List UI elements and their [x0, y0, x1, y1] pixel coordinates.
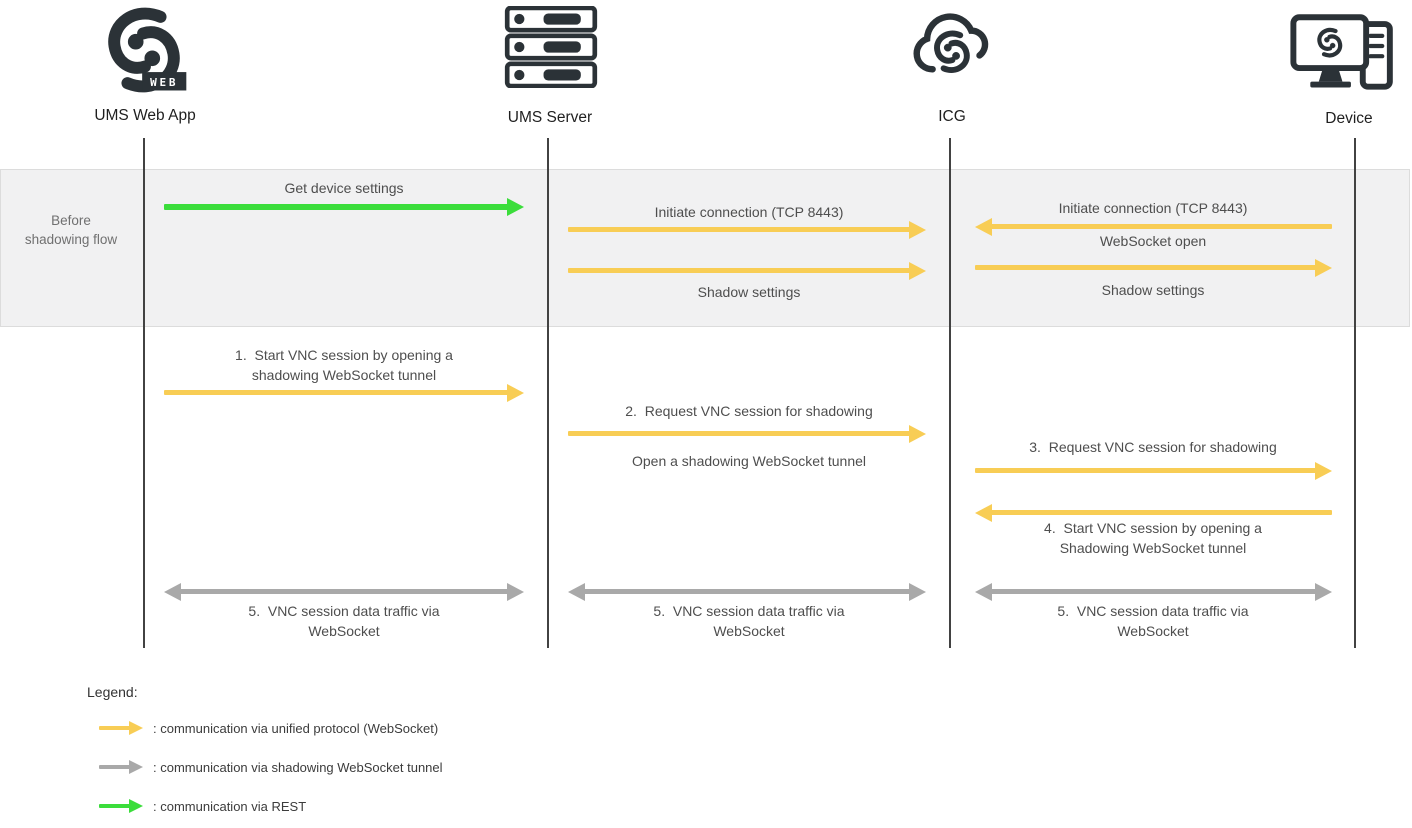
arrow-shadow-settings-icg-device [975, 258, 1332, 277]
arrow-step2-request-vnc [568, 424, 926, 443]
message-label-step5-ums: 5. VNC session data traffic via WebSocke… [653, 603, 845, 639]
actor-label-icg: ICG [938, 108, 966, 125]
arrow-step4-start-vnc [975, 503, 1332, 522]
lifeline-device [1354, 138, 1356, 648]
message-label-shadow-settings-ums-icg: Shadow settings [697, 284, 801, 300]
message-label-step1: 1. Start VNC session by opening a shadow… [235, 347, 453, 383]
actor-label-device: Device [1325, 110, 1373, 127]
arrow-step5-ums-icg [568, 582, 926, 601]
arrow-initiate-device-icg [975, 217, 1332, 236]
server-stack-icon [504, 6, 598, 88]
arrow-step1-open-tunnel [164, 383, 524, 402]
message-label-step2: 2. Request VNC session for shadowing [625, 403, 873, 419]
lifeline-icg [949, 138, 951, 648]
arrow-initiate-ums-icg [568, 220, 926, 239]
arrow-get-device-settings [164, 198, 524, 216]
actor-label-ums-server: UMS Server [507, 109, 593, 126]
legend-rest-arrow-icon [99, 799, 143, 813]
message-label-get-device-settings: Get device settings [284, 180, 404, 196]
message-label-step5-icg: 5. VNC session data traffic via WebSocke… [1057, 603, 1249, 639]
message-label-shadow-settings-icg-device: Shadow settings [1101, 282, 1205, 298]
legend-item-unified-protocol: : communication via unified protocol (We… [153, 721, 439, 736]
arrow-step3-request-vnc [975, 461, 1332, 480]
actor-label-ums-web-app: UMS Web App [94, 107, 196, 124]
arrow-step5-icg-device [975, 582, 1332, 601]
igel-web-app-logo-icon: WEB [98, 4, 187, 96]
legend-shadowing-tunnel-arrow-icon [99, 760, 143, 774]
web-badge-label: WEB [150, 76, 178, 89]
legend-item-shadowing-tunnel: : communication via shadowing WebSocket … [153, 760, 443, 775]
legend-unified-protocol-arrow-icon [99, 721, 143, 735]
phase-band-label: Before shadowing flow [24, 213, 118, 247]
arrow-shadow-settings-ums-icg [568, 261, 926, 280]
message-label-step3: 3. Request VNC session for shadowing [1029, 439, 1277, 455]
phase-band-before-shadowing [0, 169, 1410, 327]
device-workstation-icon [1290, 14, 1393, 90]
legend-item-rest: : communication via REST [153, 799, 307, 814]
message-label-initiate-device-icg: Initiate connection (TCP 8443) [1058, 200, 1248, 216]
message-label-step4: 4. Start VNC session by opening a Shadow… [1044, 520, 1262, 556]
message-label-websocket-open: WebSocket open [1099, 233, 1207, 249]
message-label-initiate-ums-icg: Initiate connection (TCP 8443) [654, 204, 844, 220]
message-label-open-tunnel: Open a shadowing WebSocket tunnel [631, 453, 867, 469]
lifeline-ums-server [547, 138, 549, 648]
lifeline-ums-web-app [143, 138, 145, 648]
legend-title: Legend: [87, 684, 138, 700]
message-label-step5-webapp: 5. VNC session data traffic via WebSocke… [248, 603, 440, 639]
arrow-step5-webapp-ums [164, 582, 524, 601]
cloud-gateway-icon [913, 13, 989, 95]
